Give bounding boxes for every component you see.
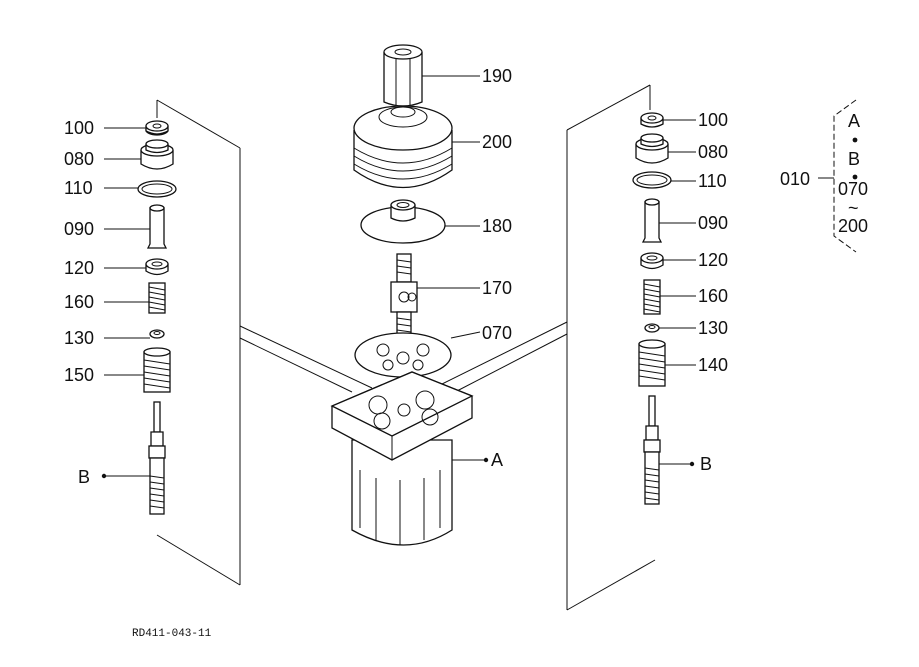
legend-main-010: 010 <box>780 169 810 189</box>
callout-left-080: 080 <box>64 149 94 169</box>
legend-top-a: A <box>848 111 860 131</box>
callout-right-090: 090 <box>698 213 728 233</box>
callout-left-b: B <box>78 467 90 487</box>
left-part-150-spring <box>143 347 171 393</box>
left-leaders <box>101 127 150 479</box>
callout-left-130: 130 <box>64 328 94 348</box>
left-part-090-plunger <box>146 204 168 249</box>
center-part-180-plate <box>360 199 446 244</box>
right-callouts: 100 080 110 090 120 160 130 140 B <box>698 110 728 474</box>
callout-left-090: 090 <box>64 219 94 239</box>
right-part-130-washer <box>644 323 660 333</box>
left-part-120-washer <box>145 258 169 276</box>
center-callouts: 190 200 180 170 070 A <box>482 66 512 470</box>
legend-range-sep: ~ <box>848 198 859 218</box>
assembly-legend: 010 A B 070 ~ 200 <box>780 99 868 253</box>
callout-right-130: 130 <box>698 318 728 338</box>
left-part-080-plug <box>140 139 174 170</box>
center-leaders <box>417 75 489 463</box>
left-part-spool <box>148 401 166 515</box>
left-part-130-washer <box>149 329 165 339</box>
right-part-090-plunger <box>641 198 663 243</box>
center-part-200-cover <box>353 105 453 189</box>
callout-right-160: 160 <box>698 286 728 306</box>
callout-right-110: 110 <box>698 171 727 191</box>
callout-center-170: 170 <box>482 278 512 298</box>
group-outline-lines <box>156 84 656 611</box>
right-parts-stack <box>632 112 672 505</box>
legend-range-start: 070 <box>838 179 868 199</box>
center-part-170-joint <box>390 253 418 339</box>
callout-right-140: 140 <box>698 355 728 375</box>
callout-center-070: 070 <box>482 323 512 343</box>
legend-range-end: 200 <box>838 216 868 236</box>
callout-center-190: 190 <box>482 66 512 86</box>
right-part-110-oring <box>632 171 672 189</box>
center-part-070-plate <box>354 332 452 378</box>
right-part-080-plug <box>635 133 669 164</box>
left-callouts: 100 080 110 090 120 160 130 150 B <box>64 118 94 487</box>
callout-left-160: 160 <box>64 292 94 312</box>
left-part-110-oring <box>137 180 177 198</box>
right-part-100-nut <box>640 112 664 128</box>
callout-center-200: 200 <box>482 132 512 152</box>
figure-code: RD411-043-11 <box>132 628 212 640</box>
legend-middle-b: B <box>848 149 860 169</box>
callout-center-a: A <box>491 450 503 470</box>
left-part-160-spring <box>148 282 166 314</box>
left-part-100-nut <box>145 120 169 136</box>
callout-right-100: 100 <box>698 110 728 130</box>
right-part-140-spring <box>638 339 666 387</box>
callout-right-b: B <box>700 454 712 474</box>
left-parts-stack <box>137 120 177 515</box>
callout-right-120: 120 <box>698 250 728 270</box>
callout-left-100: 100 <box>64 118 94 138</box>
center-part-190-hexnut <box>383 44 423 107</box>
callout-center-180: 180 <box>482 216 512 236</box>
center-part-a-housing <box>330 371 474 546</box>
right-part-120-washer <box>640 252 664 270</box>
right-part-160-spring <box>643 279 661 315</box>
callout-right-080: 080 <box>698 142 728 162</box>
right-part-spool <box>643 395 661 505</box>
callout-left-150: 150 <box>64 365 94 385</box>
callout-left-110: 110 <box>64 178 93 198</box>
callout-left-120: 120 <box>64 258 94 278</box>
center-parts-stack <box>330 44 474 546</box>
right-leaders <box>659 119 696 467</box>
